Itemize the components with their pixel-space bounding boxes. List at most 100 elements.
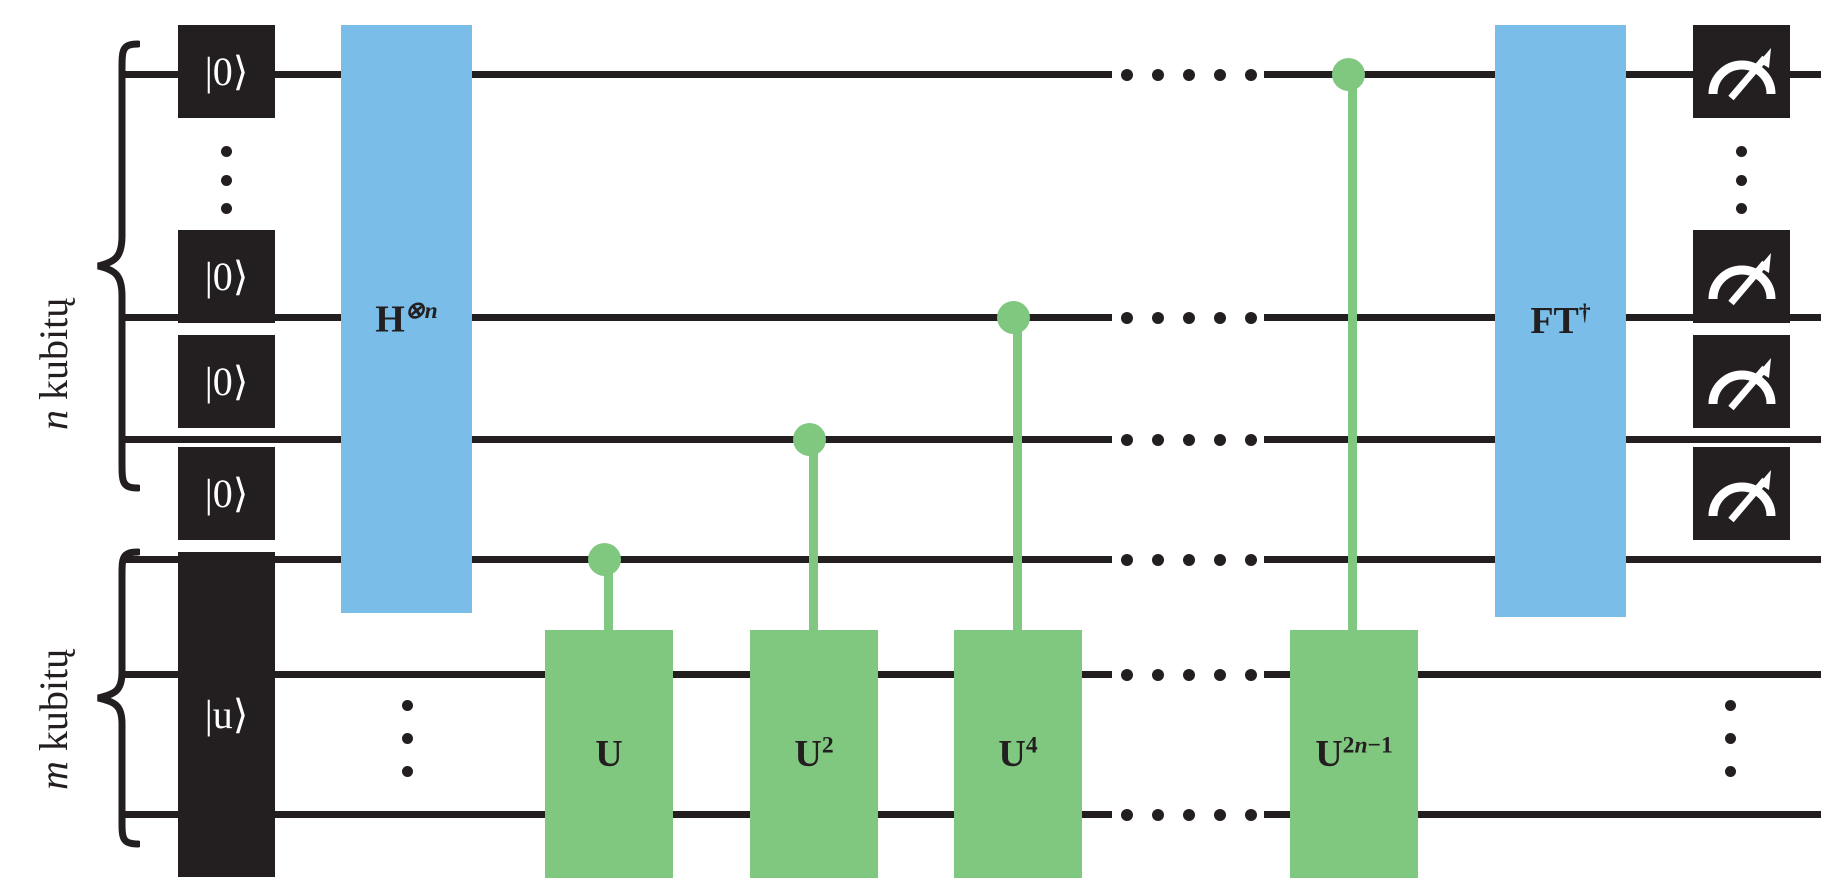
fourier-base: FT: [1530, 300, 1579, 342]
lower-register-label: m kubitų: [30, 649, 77, 790]
fourier-dagger: †: [1578, 299, 1591, 326]
horizontal-ellipsis-q1-dot-3: [1183, 69, 1195, 81]
wire-q4: [125, 556, 1821, 563]
horizontal-ellipsis-q3-dot-2: [1152, 434, 1164, 446]
hadamard-exponent: ⊗n: [404, 298, 438, 325]
vertical-ellipsis-ancilla-right-dot-3: [1725, 766, 1736, 777]
ket-label-q4: |0⟩: [204, 470, 249, 516]
horizontal-ellipsis-q2-dot-5: [1245, 312, 1257, 324]
vertical-ellipsis-right-dot-3: [1736, 203, 1747, 214]
vertical-ellipsis-ancilla-right-dot-2: [1725, 733, 1736, 744]
horizontal-ellipsis-m1-dot-2: [1152, 669, 1164, 681]
horizontal-ellipsis-q4-dot-4: [1214, 554, 1226, 566]
horizontal-ellipsis-q3-dot-5: [1245, 434, 1257, 446]
horizontal-ellipsis-m2-dot-3: [1183, 809, 1195, 821]
vertical-ellipsis-ancilla-right-dot-1: [1725, 700, 1736, 711]
u4-exponent: 2n−1: [1342, 732, 1393, 759]
control-link-u2: [809, 440, 818, 635]
u3-base: U: [998, 733, 1026, 775]
u3-exponent: 4: [1025, 732, 1038, 759]
controlled-u-gate-3[interactable]: U4: [954, 630, 1082, 878]
init-box-q2[interactable]: |0⟩: [178, 230, 275, 323]
measurement-gate-q2[interactable]: [1693, 230, 1790, 323]
init-box-q3[interactable]: |0⟩: [178, 335, 275, 428]
ket-label-u: |u⟩: [204, 691, 249, 737]
controlled-u-gate-2[interactable]: U2: [750, 630, 878, 878]
control-dot-u4[interactable]: [1332, 58, 1365, 91]
horizontal-ellipsis-q2-dot-2: [1152, 312, 1164, 324]
horizontal-ellipsis-q1-dot-2: [1152, 69, 1164, 81]
horizontal-ellipsis-q1-dot-5: [1245, 69, 1257, 81]
u4-base: U: [1315, 733, 1343, 775]
measurement-gate-q3[interactable]: [1693, 335, 1790, 428]
horizontal-ellipsis-m1-dot-5: [1245, 669, 1257, 681]
inverse-fourier-transform-gate[interactable]: FT†: [1495, 25, 1626, 617]
controlled-u-label-1: U: [595, 732, 622, 776]
horizontal-ellipsis-q2-dot-1: [1121, 312, 1133, 324]
measurement-gate-q4[interactable]: [1693, 447, 1790, 540]
horizontal-ellipsis-q4-dot-1: [1121, 554, 1133, 566]
ket-label-q3: |0⟩: [204, 358, 249, 404]
ket-label-q2: |0⟩: [204, 253, 249, 299]
vertical-ellipsis-ancilla-dot-2: [402, 733, 413, 744]
controlled-u-gate-4[interactable]: U2n−1: [1290, 630, 1418, 878]
measure-icon-3: [1708, 357, 1775, 410]
measure-icon-1: [1708, 47, 1775, 100]
control-link-u4: [1348, 75, 1357, 635]
vertical-ellipsis-right-dot-1: [1736, 146, 1747, 157]
wire-q2: [125, 314, 1821, 321]
upper-register-brace: [92, 40, 140, 492]
horizontal-ellipsis-m2-dot-1: [1121, 809, 1133, 821]
vertical-ellipsis-ancilla-dot-1: [402, 700, 413, 711]
horizontal-ellipsis-q1-dot-4: [1214, 69, 1226, 81]
controlled-u-label-2: U2: [794, 732, 833, 776]
horizontal-ellipsis-q3-dot-4: [1214, 434, 1226, 446]
lower-register-label-symbol: m: [31, 761, 76, 790]
horizontal-ellipsis-m1-dot-4: [1214, 669, 1226, 681]
control-dot-u3[interactable]: [997, 301, 1030, 334]
horizontal-ellipsis-q4-dot-3: [1183, 554, 1195, 566]
hadamard-gate-label: H⊗n: [375, 296, 437, 342]
u1-base: U: [595, 733, 623, 775]
horizontal-ellipsis-q3-dot-3: [1183, 434, 1195, 446]
lower-register-brace: [92, 548, 140, 848]
ket-label-q1: |0⟩: [204, 48, 249, 94]
hadamard-base: H: [375, 298, 405, 341]
vertical-ellipsis-left-dot-1: [221, 146, 232, 157]
horizontal-ellipsis-q2-dot-3: [1183, 312, 1195, 324]
vertical-ellipsis-left-dot-2: [221, 175, 232, 186]
measure-icon-2: [1708, 252, 1775, 305]
hadamard-gate-block[interactable]: H⊗n: [341, 25, 472, 613]
horizontal-ellipsis-q1-dot-1: [1121, 69, 1133, 81]
upper-register-label-symbol: n: [31, 410, 76, 430]
vertical-ellipsis-left-dot-3: [221, 203, 232, 214]
measurement-gate-q1[interactable]: [1693, 25, 1790, 118]
wire-q3: [125, 436, 1821, 443]
control-dot-u1[interactable]: [588, 543, 621, 576]
u2-base: U: [794, 733, 822, 775]
horizontal-ellipsis-q4-dot-5: [1245, 554, 1257, 566]
horizontal-ellipsis-q3-dot-1: [1121, 434, 1133, 446]
init-box-q1[interactable]: |0⟩: [178, 25, 275, 118]
controlled-u-label-4: U2n−1: [1315, 732, 1393, 776]
init-box-ancilla[interactable]: |u⟩: [178, 552, 275, 877]
control-dot-u2[interactable]: [793, 423, 826, 456]
controlled-u-label-3: U4: [998, 732, 1037, 776]
controlled-u-gate-1[interactable]: U: [545, 630, 673, 878]
vertical-ellipsis-ancilla-dot-3: [402, 766, 413, 777]
horizontal-ellipsis-q2-dot-4: [1214, 312, 1226, 324]
upper-register-label-word: kubitų: [31, 297, 76, 400]
horizontal-ellipsis-m1-dot-1: [1121, 669, 1133, 681]
control-link-u3: [1013, 318, 1022, 635]
lower-register-label-word: kubitų: [31, 648, 76, 752]
vertical-ellipsis-right-dot-2: [1736, 175, 1747, 186]
horizontal-ellipsis-m2-dot-2: [1152, 809, 1164, 821]
control-link-u1: [604, 560, 613, 635]
fourier-gate-label: FT†: [1530, 299, 1590, 343]
init-box-q4[interactable]: |0⟩: [178, 447, 275, 540]
u2-exponent: 2: [821, 732, 834, 759]
u4-exponent-n: n: [1354, 732, 1368, 759]
upper-register-label: n kubitų: [30, 298, 77, 430]
horizontal-ellipsis-m2-dot-5: [1245, 809, 1257, 821]
